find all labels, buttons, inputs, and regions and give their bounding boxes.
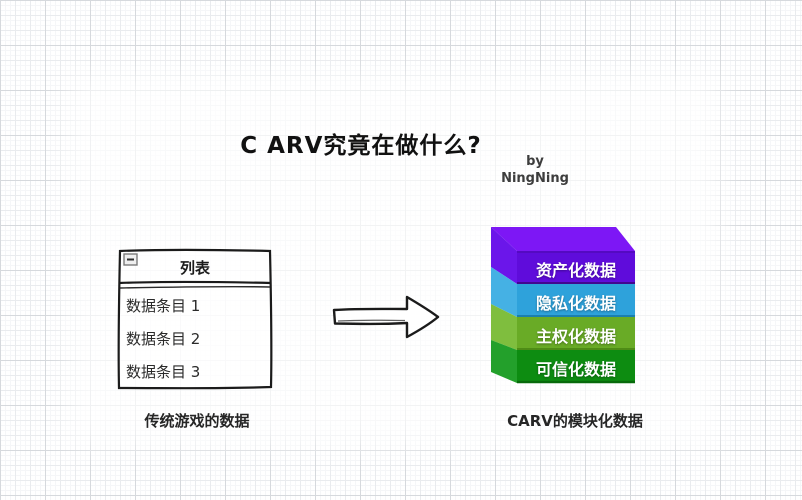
table-header-divider bbox=[118, 280, 272, 285]
stack-front-face-0 bbox=[517, 251, 635, 284]
table-header-divider-2 bbox=[119, 285, 271, 289]
stack-front-face-1 bbox=[517, 284, 635, 317]
byline-line2: NingNing bbox=[501, 170, 569, 186]
byline: by NingNing bbox=[485, 154, 585, 188]
table-header-label: 列表 bbox=[179, 259, 210, 277]
modular-data-caption: CARV的模块化数据 bbox=[507, 412, 643, 430]
table-row: 数据条目 2 bbox=[126, 330, 201, 348]
arrow-sketch-stroke bbox=[337, 319, 406, 322]
stack-layer-label: 可信化数据 bbox=[535, 360, 616, 379]
stack-side-face-0 bbox=[491, 227, 517, 284]
right-arrow-icon bbox=[332, 295, 440, 339]
stack-layer-label: 主权化数据 bbox=[535, 327, 616, 346]
stack-side-face-2 bbox=[491, 304, 517, 350]
table-row: 数据条目 3 bbox=[126, 363, 201, 381]
stack-front-face-2 bbox=[517, 317, 635, 350]
table-outline bbox=[117, 248, 273, 390]
legacy-table-box bbox=[117, 248, 273, 390]
legacy-data-caption: 传统游戏的数据 bbox=[144, 412, 250, 430]
table-row: 数据条目 1 bbox=[126, 297, 201, 315]
stack-side-face-3 bbox=[491, 340, 517, 383]
minimize-icon bbox=[123, 253, 138, 266]
stack-layer-label: 资产化数据 bbox=[535, 261, 616, 280]
stack-front-face-3 bbox=[517, 350, 635, 383]
stack-layer-label: 隐私化数据 bbox=[535, 294, 616, 313]
arrow-shape bbox=[332, 295, 440, 339]
stack-top-face bbox=[491, 227, 635, 251]
byline-line1: by bbox=[526, 154, 544, 169]
page-title: C ARV究竟在做什么? bbox=[240, 133, 482, 159]
modular-data-stack bbox=[491, 227, 635, 384]
stack-side-face-1 bbox=[491, 267, 517, 317]
